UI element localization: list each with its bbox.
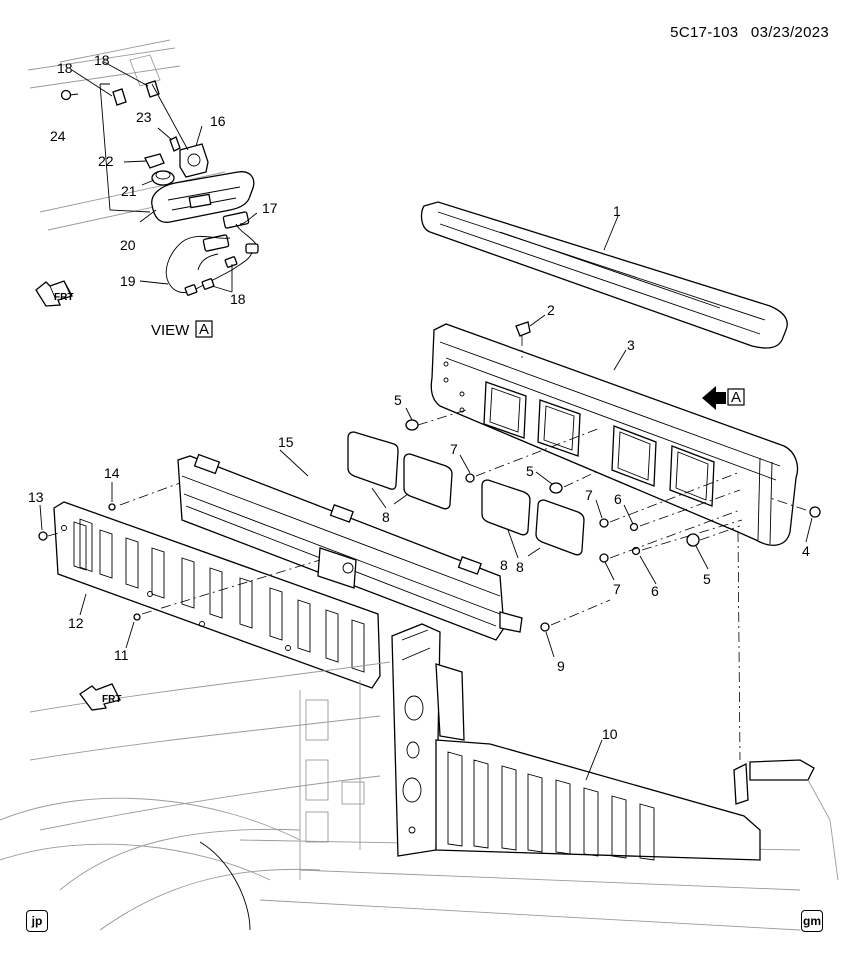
part-plug-5c: [686, 533, 700, 547]
callout-24: 24: [50, 128, 66, 144]
part-top-cap: [420, 201, 788, 349]
callout-1: 1: [613, 203, 621, 219]
callout-21: 21: [121, 183, 137, 199]
part-pad-8c: [481, 479, 531, 536]
part-pad-8d: [535, 499, 585, 556]
callout-18c: 18: [230, 291, 246, 307]
callout-19: 19: [120, 273, 136, 289]
callout-23: 23: [136, 109, 152, 125]
drawing-date: 03/23/2023: [750, 24, 829, 41]
callout-8b: 8: [500, 557, 508, 573]
part-pad-8b: [403, 453, 453, 510]
callout-4: 4: [802, 543, 810, 559]
callout-5b: 5: [526, 463, 534, 479]
lamp-16: [179, 143, 209, 178]
callout-15: 15: [278, 434, 294, 450]
part-screw-7b: [599, 518, 609, 528]
part-louvered-panel: [53, 501, 381, 689]
callout-10: 10: [602, 726, 618, 742]
callout-7c: 7: [613, 581, 621, 597]
part-screw-7a: [465, 473, 475, 483]
callout-8a: 8: [382, 509, 390, 525]
callout-7a: 7: [450, 441, 458, 457]
part-truck-bed: FRT: [0, 623, 839, 931]
view-a-inset: FRT VIEW A: [27, 39, 259, 339]
part-clip-14: [108, 503, 116, 511]
callout-20: 20: [120, 237, 136, 253]
callout-9: 9: [557, 658, 565, 674]
frt-label: FRT: [54, 292, 73, 303]
part-inner-panel: [177, 453, 523, 641]
callout-5a: 5: [394, 392, 402, 408]
part-bulkhead-frame: [430, 323, 799, 546]
frt-label-bed: FRT: [102, 694, 121, 705]
part-screw-7c: [599, 553, 609, 563]
frt-arrow-view-a: FRT: [35, 280, 73, 307]
callout-11: 11: [114, 647, 129, 663]
leader-lines: [39, 215, 813, 781]
part-screw-13: [38, 531, 48, 541]
corner-mark-right: gm: [801, 910, 823, 932]
callout-6a: 6: [614, 491, 622, 507]
part-plug-5b: [549, 482, 563, 494]
callout-14: 14: [104, 465, 120, 481]
callout-13: 13: [28, 489, 44, 505]
part-screw-6a: [629, 522, 639, 532]
corner-mark-left: jp: [26, 910, 48, 932]
view-a-label: VIEW: [151, 322, 190, 339]
callout-17: 17: [262, 200, 278, 216]
alignment-lines: [47, 336, 807, 761]
callout-3: 3: [627, 337, 635, 353]
callout-6b: 6: [651, 583, 659, 599]
callout-18a: 18: [57, 60, 73, 76]
callout-22: 22: [98, 153, 114, 169]
callout-8c: 8: [516, 559, 524, 575]
callout-7b: 7: [585, 487, 593, 503]
frt-arrow-bed: FRT: [79, 683, 121, 711]
callout-5c: 5: [703, 571, 711, 587]
part-clip-2: [515, 321, 531, 337]
view-a-box: [195, 320, 213, 338]
callout-18b: 18: [94, 52, 110, 68]
drawing-header: 5C17-103 03/23/2023: [670, 24, 829, 41]
callout-12: 12: [68, 615, 84, 631]
wiring-harness: [165, 223, 257, 293]
part-pad-8a: [347, 431, 399, 490]
part-pin-11: [133, 613, 141, 621]
view-a-marker: A: [702, 386, 745, 410]
drawing-code: 5C17-103: [670, 24, 739, 41]
part-screw-9: [540, 622, 550, 632]
callout-2: 2: [547, 302, 555, 318]
part-plug-5a: [405, 419, 419, 431]
part-bolt-4: [809, 506, 821, 518]
view-a-marker-letter: A: [731, 389, 741, 406]
callout-16: 16: [210, 113, 226, 129]
view-a-letter: A: [199, 321, 209, 338]
callout-labels: 1 2 3 4 5 5 5 6 6 7 7 7 8 8 8 9 10 11 12…: [28, 52, 810, 742]
